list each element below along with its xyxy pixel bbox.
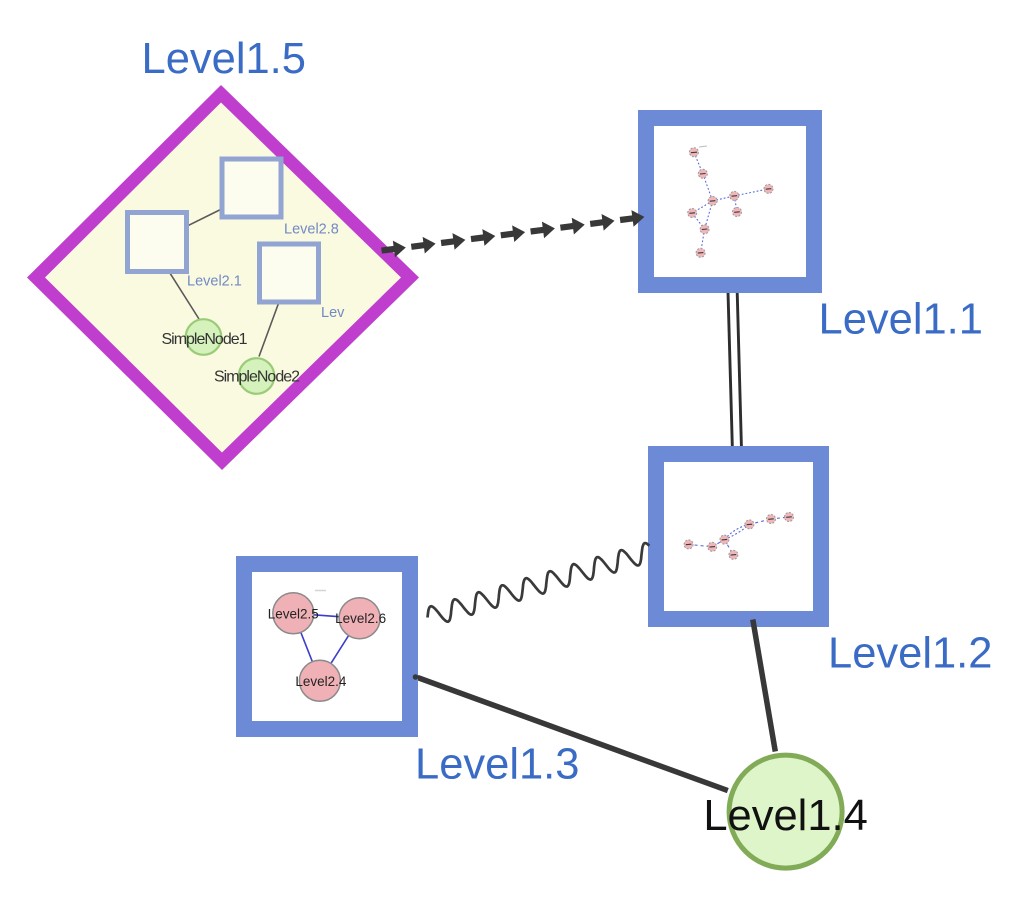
svg-text:SimpleNode1: SimpleNode1	[161, 331, 247, 348]
svg-text:Level1.1: Level1.1	[819, 296, 983, 344]
svg-text:SimpleNode2: SimpleNode2	[214, 369, 300, 386]
svg-text:Level1.2: Level1.2	[828, 630, 992, 678]
svg-text:Level2.8: Level2.8	[284, 222, 339, 238]
svg-text:Level1.3: Level1.3	[415, 741, 579, 789]
svg-text:Lev: Lev	[321, 305, 345, 321]
svg-text:Level2.1: Level2.1	[187, 274, 242, 290]
svg-text:Level2.6: Level2.6	[335, 611, 386, 626]
svg-text:Level2.5: Level2.5	[268, 606, 319, 621]
svg-text:Level1.4: Level1.4	[703, 792, 867, 840]
svg-text:Level1.5: Level1.5	[142, 35, 306, 83]
svg-text:Level2.4: Level2.4	[295, 674, 347, 689]
